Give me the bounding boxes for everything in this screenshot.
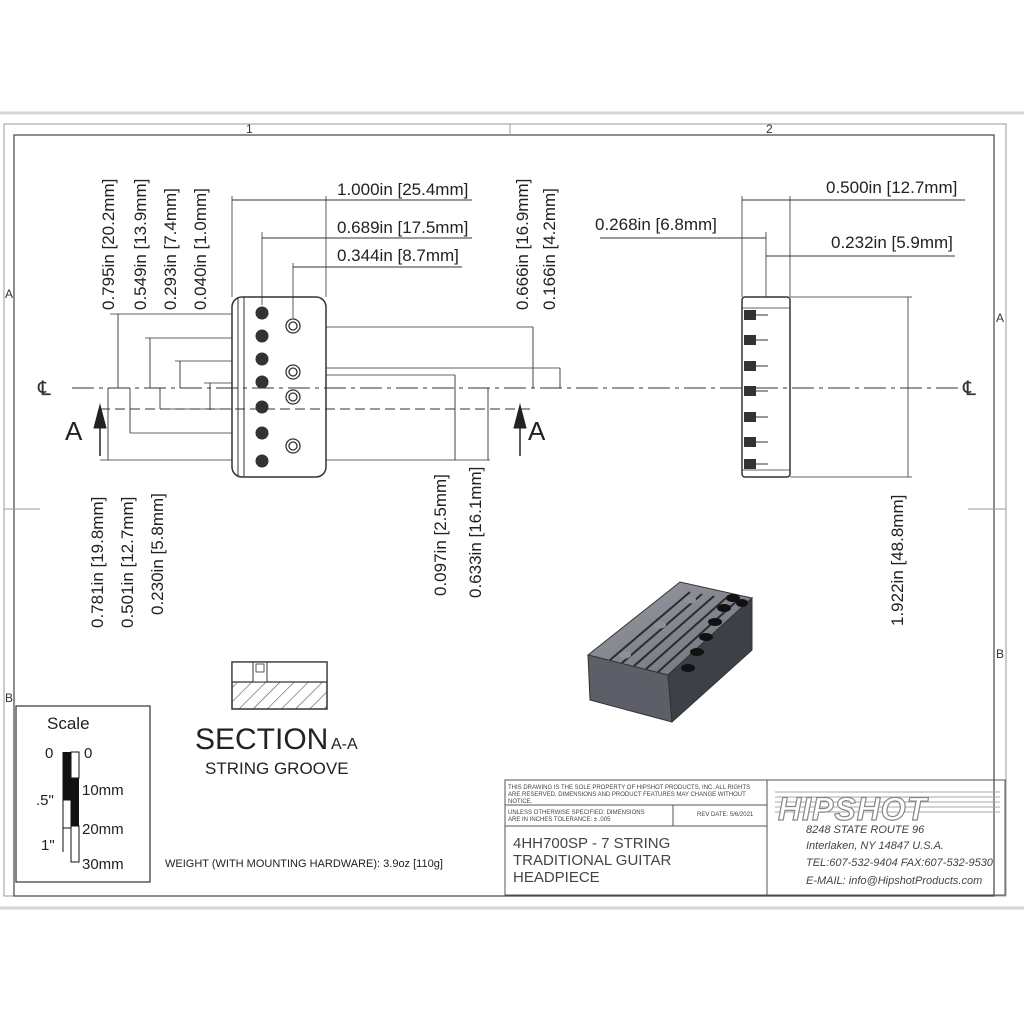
zone-label-row-b-left: B — [5, 691, 13, 705]
centerline-symbol-right: ℄ — [962, 378, 976, 400]
centerline-symbol-left: ℄ — [37, 378, 51, 400]
scale-inch-1: 1" — [41, 837, 55, 854]
dim-left-upper-1: 0.795in [20.2mm] — [99, 179, 118, 310]
title-block-tolerance: UNLESS OTHERWISE SPECIFIED: DIMENSIONS A… — [508, 810, 646, 823]
dim-right-lower-2: 0.633in [16.1mm] — [466, 467, 485, 598]
scale-mm-10: 10mm — [82, 782, 124, 799]
dim-right-upper-1: 0.666in [16.9mm] — [513, 179, 532, 310]
dim-left-lower-2: 0.501in [12.7mm] — [118, 497, 137, 628]
section-tag: A-A — [331, 736, 358, 753]
scale-mm-0: 0 — [84, 745, 92, 762]
dim-left-upper-2: 0.549in [13.9mm] — [131, 179, 150, 310]
section-title: SECTION — [195, 723, 328, 756]
headpiece-3d-render — [586, 581, 754, 724]
section-cut-arrows — [93, 403, 527, 456]
side-view — [600, 196, 965, 478]
dim-right-lower-1: 0.097in [2.5mm] — [431, 474, 450, 596]
centerlines — [72, 387, 960, 410]
zone-label-row-a-right: A — [996, 311, 1004, 325]
brand-logo-text: HIPSHOT — [778, 791, 929, 827]
part-name-line-2: TRADITIONAL GUITAR — [513, 852, 672, 869]
part-name-line-1: 4HH700SP - 7 STRING — [513, 835, 670, 852]
zone-label-col1: 1 — [246, 122, 253, 136]
string-holes — [255, 306, 269, 468]
dim-side-height: 1.922in [48.8mm] — [888, 495, 907, 626]
dim-front-mount-offset: 0.344in [8.7mm] — [337, 246, 459, 265]
dim-side-offset: 0.268in [6.8mm] — [595, 215, 717, 234]
hipshot-logo: HIPSHOT — [775, 790, 1000, 828]
scale-inch-half: .5" — [36, 792, 54, 809]
dim-front-hole-offset: 0.689in [17.5mm] — [337, 218, 468, 237]
title-block-rev-date: REV DATE: 5/6/2021 — [697, 812, 754, 818]
address-line-3: TEL:607-532-9404 FAX:607-532-9530 — [806, 857, 994, 869]
address-line-4: E-MAIL: info@HipshotProducts.com — [806, 875, 982, 887]
section-marker-right: A — [528, 416, 546, 446]
drawing-frame — [3, 123, 1007, 897]
front-top-dimension-lines — [232, 199, 472, 268]
scale-mm-20: 20mm — [82, 821, 124, 838]
dim-left-lower-3: 0.230in [5.8mm] — [148, 493, 167, 615]
dim-front-width: 1.000in [25.4mm] — [337, 180, 468, 199]
zone-label-row-b-right: B — [996, 647, 1004, 661]
front-view — [100, 196, 560, 478]
title-block — [504, 779, 1006, 896]
dim-left-upper-3: 0.293in [7.4mm] — [161, 188, 180, 310]
scale-legend — [15, 705, 151, 883]
zone-label-row-a-left: A — [5, 287, 13, 301]
mounting-holes — [285, 318, 301, 454]
dim-left-upper-4: 0.040in [1.0mm] — [191, 188, 210, 310]
part-name-line-3: HEADPIECE — [513, 869, 600, 886]
zone-label-col2: 2 — [766, 122, 773, 136]
dim-side-depth: 0.232in [5.9mm] — [831, 233, 953, 252]
dim-right-upper-2: 0.166in [4.2mm] — [540, 188, 559, 310]
section-a-a-view — [231, 661, 328, 710]
dim-side-width: 0.500in [12.7mm] — [826, 178, 957, 197]
dim-left-lower-1: 0.781in [19.8mm] — [88, 497, 107, 628]
address-line-2: Interlaken, NY 14847 U.S.A. — [806, 840, 944, 852]
section-marker-left: A — [65, 416, 83, 446]
scale-inch-0: 0 — [45, 745, 53, 762]
weight-note: WEIGHT (WITH MOUNTING HARDWARE): 3.9oz [… — [165, 858, 443, 870]
address-line-1: 8248 STATE ROUTE 96 — [806, 824, 925, 836]
section-subtitle: STRING GROOVE — [205, 759, 349, 778]
title-block-notice: THIS DRAWING IS THE SOLE PROPERTY OF HIP… — [508, 785, 752, 805]
scale-mm-30: 30mm — [82, 856, 124, 873]
scale-title: Scale — [47, 714, 90, 733]
